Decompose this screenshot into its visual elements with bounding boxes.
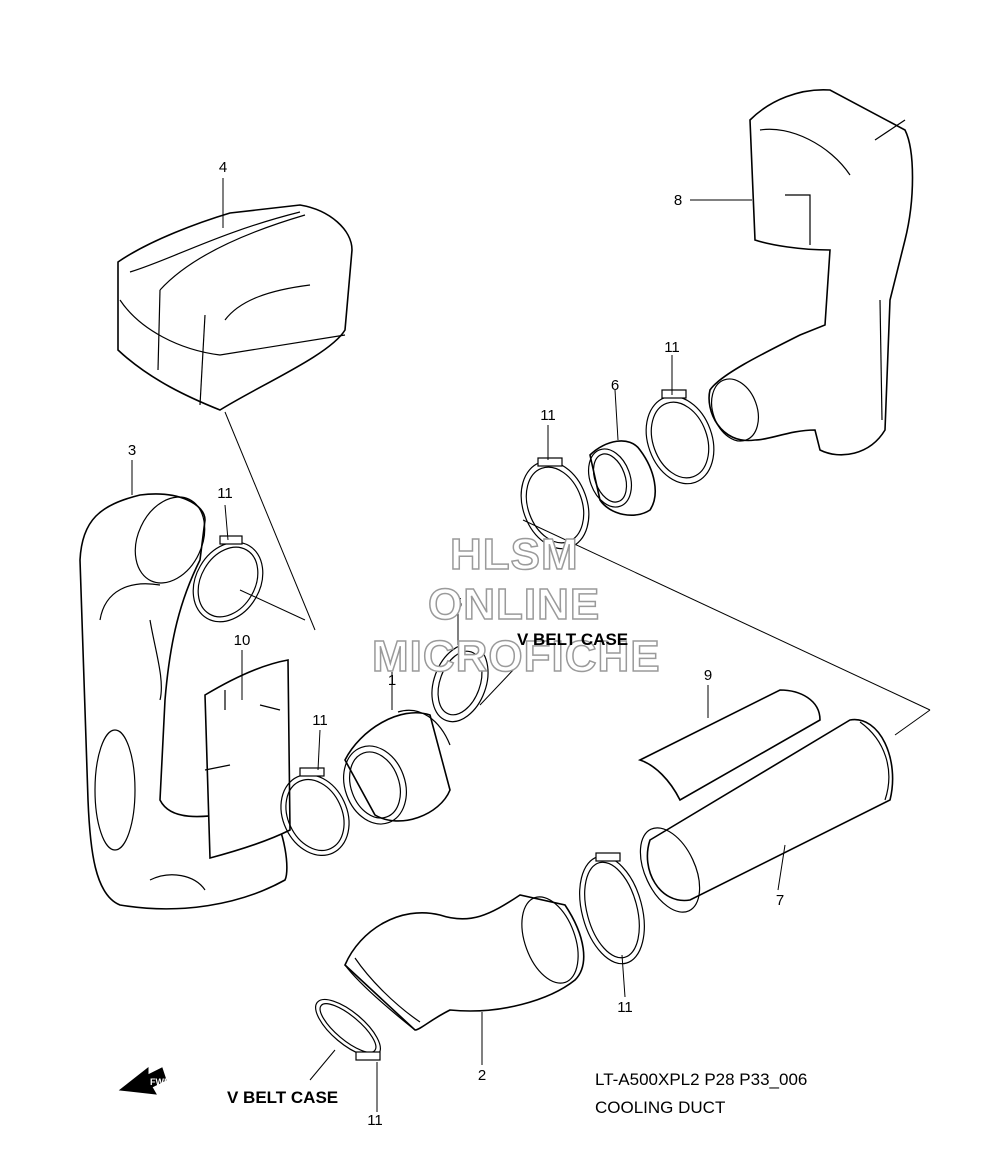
callout-11-c: 11 [367, 1112, 383, 1129]
watermark-line-1: HLSM [449, 529, 579, 580]
part-9-half-cover[interactable] [637, 689, 821, 802]
callout-6: 6 [611, 377, 619, 394]
callout-labels: 4 3 11 10 11 1 5 2 11 11 7 9 8 6 11 11 [128, 159, 784, 1129]
part-1-sleeve[interactable] [333, 709, 451, 833]
part-6-sleeve[interactable] [581, 440, 656, 516]
part-5-seal[interactable] [422, 637, 498, 730]
callout-11-b: 11 [312, 712, 328, 729]
part-10-plate[interactable] [204, 659, 291, 860]
part-11-clamp-c[interactable] [307, 990, 389, 1066]
callout-10: 10 [234, 632, 251, 649]
callout-11-d: 11 [617, 999, 633, 1016]
callout-7: 7 [776, 892, 784, 909]
part-11-clamp-b[interactable] [268, 763, 362, 866]
callout-11-f: 11 [664, 339, 680, 356]
watermark-line-3: MICROFICHE [371, 631, 661, 682]
callout-4: 4 [219, 159, 227, 176]
model-reference: LT-A500XPL2 P28 P33_006 [595, 1070, 808, 1089]
part-8-intake[interactable] [703, 89, 914, 456]
diagram-title: COOLING DUCT [595, 1098, 726, 1117]
callout-3: 3 [128, 442, 136, 459]
part-3-duct-housing[interactable] [79, 486, 288, 910]
fwd-badge-text: FWD [150, 1077, 171, 1087]
leader-lines [131, 178, 931, 1112]
v-belt-case-upper-note: V BELT CASE [517, 630, 629, 649]
part-2-bent-duct[interactable] [344, 889, 589, 1031]
callout-9: 9 [704, 667, 712, 684]
callout-11-a: 11 [217, 485, 233, 502]
callout-1: 1 [388, 672, 396, 689]
watermark-line-2: ONLINE [427, 579, 601, 630]
part-11-clamp-d[interactable] [569, 849, 655, 971]
callout-2: 2 [478, 1067, 486, 1084]
callout-11-e: 11 [540, 407, 556, 424]
callout-8: 8 [674, 192, 682, 209]
v-belt-case-lower-note: V BELT CASE [227, 1088, 339, 1107]
fwd-arrow-icon: FWD [118, 1066, 171, 1095]
part-7-cylinder[interactable] [628, 719, 894, 922]
callout-5: 5 [454, 595, 462, 612]
part-11-clamp-f[interactable] [635, 387, 726, 493]
part-4-cover[interactable] [117, 204, 353, 411]
